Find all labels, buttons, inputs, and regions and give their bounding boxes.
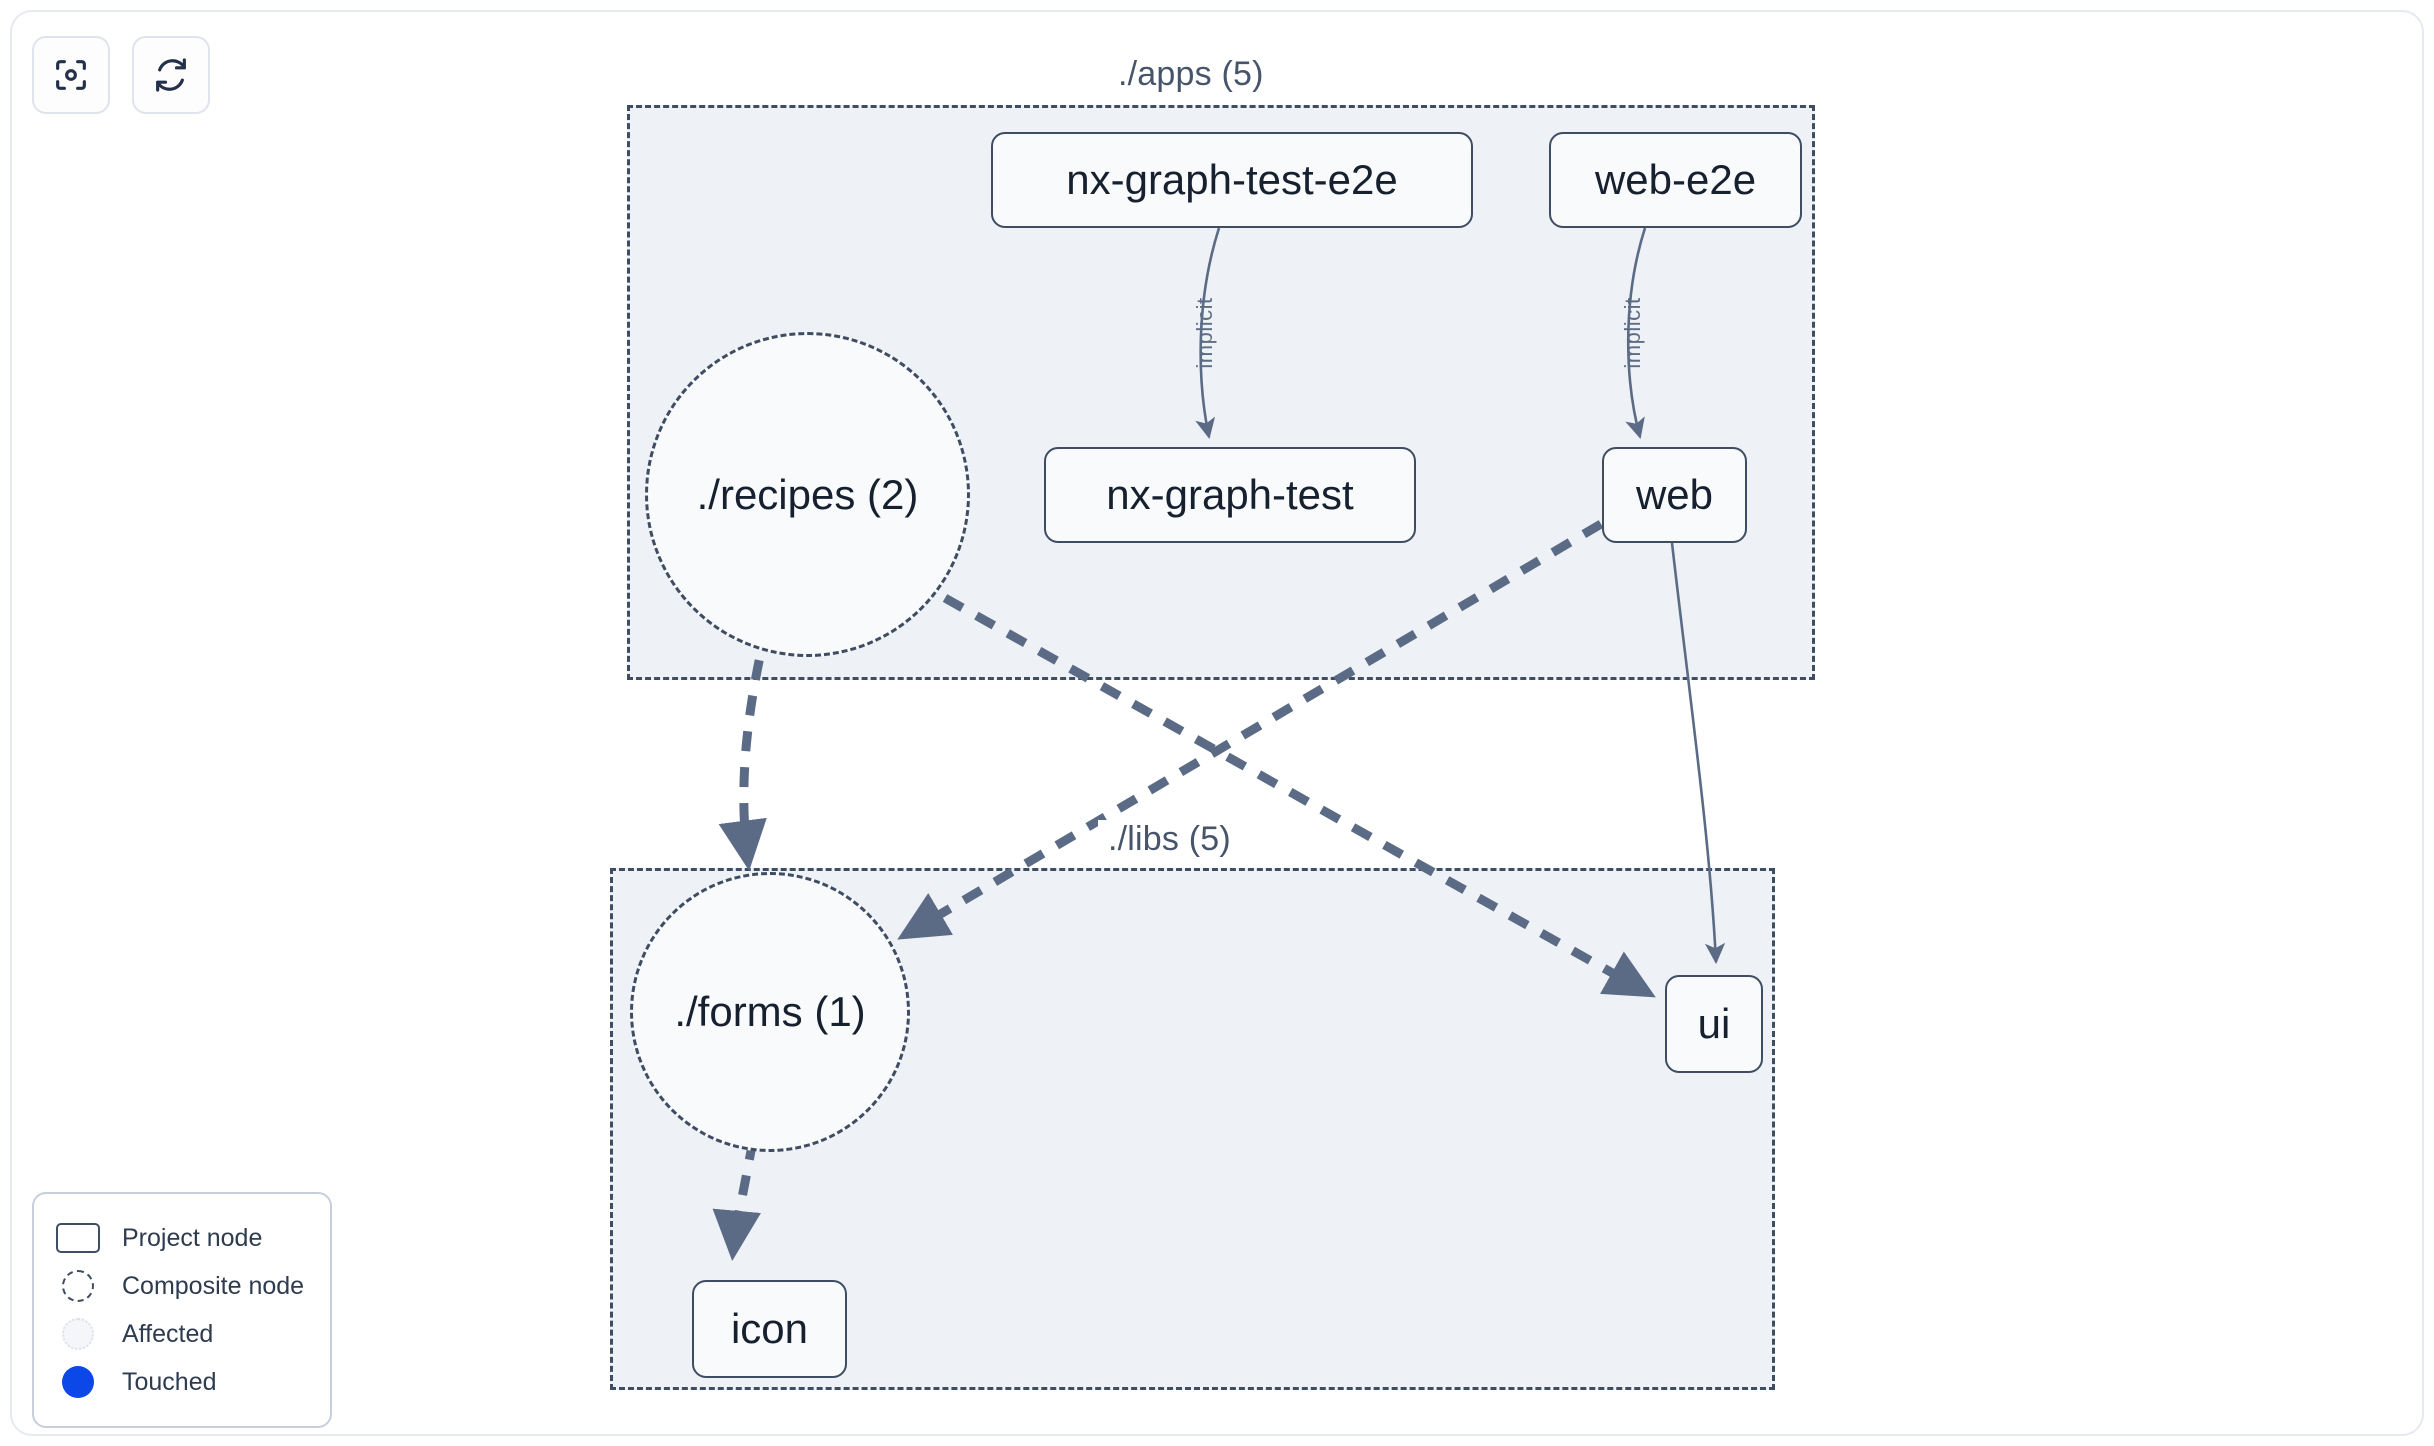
node-web[interactable]: web: [1602, 447, 1747, 543]
node-nx-graph-test[interactable]: nx-graph-test: [1044, 447, 1416, 543]
legend-item-affected: Affected: [56, 1310, 308, 1358]
node-label: web-e2e: [1594, 156, 1757, 203]
edge-label-implicit-nx-graph-test: implicit: [1192, 297, 1217, 369]
edge-label-implicit-web: implicit: [1620, 297, 1645, 369]
node-web-e2e[interactable]: web-e2e: [1549, 132, 1802, 228]
node-label: web: [1635, 471, 1714, 518]
node-ui[interactable]: ui: [1665, 975, 1763, 1073]
legend-label: Affected: [122, 1319, 214, 1348]
touched-swatch-icon: [56, 1365, 100, 1399]
node-icon[interactable]: icon: [692, 1280, 847, 1378]
legend-label: Project node: [122, 1223, 263, 1252]
node-label: ./recipes (2): [696, 470, 919, 518]
legend-label: Touched: [122, 1367, 217, 1396]
legend-label: Composite node: [122, 1271, 305, 1300]
node-label: ./forms (1): [674, 988, 866, 1035]
focus-target-icon: [51, 55, 91, 95]
node-forms-composite[interactable]: ./forms (1): [630, 872, 910, 1152]
focus-graph-button[interactable]: [32, 36, 110, 114]
group-label-apps: ./apps (5): [1108, 55, 1274, 94]
legend-item-composite-node: Composite node: [56, 1262, 308, 1310]
node-label: nx-graph-test-e2e: [1066, 156, 1398, 203]
node-label: ui: [1697, 1000, 1731, 1047]
project-node-swatch-icon: [56, 1221, 100, 1255]
legend-item-project-node: Project node: [56, 1214, 308, 1262]
legend-item-touched: Touched: [56, 1358, 308, 1406]
affected-swatch-icon: [56, 1317, 100, 1351]
node-recipes-composite[interactable]: ./recipes (2): [645, 332, 970, 657]
refresh-graph-button[interactable]: [132, 36, 210, 114]
graph-legend: Project node Composite node Affected Tou…: [32, 1192, 332, 1428]
node-nx-graph-test-e2e[interactable]: nx-graph-test-e2e: [991, 132, 1473, 228]
composite-node-swatch-icon: [56, 1269, 100, 1303]
refresh-icon: [151, 55, 191, 95]
node-label: icon: [730, 1305, 809, 1352]
group-label-libs: ./libs (5): [1098, 820, 1241, 859]
graph-toolbar: [32, 36, 210, 114]
node-label: nx-graph-test: [1106, 471, 1354, 518]
